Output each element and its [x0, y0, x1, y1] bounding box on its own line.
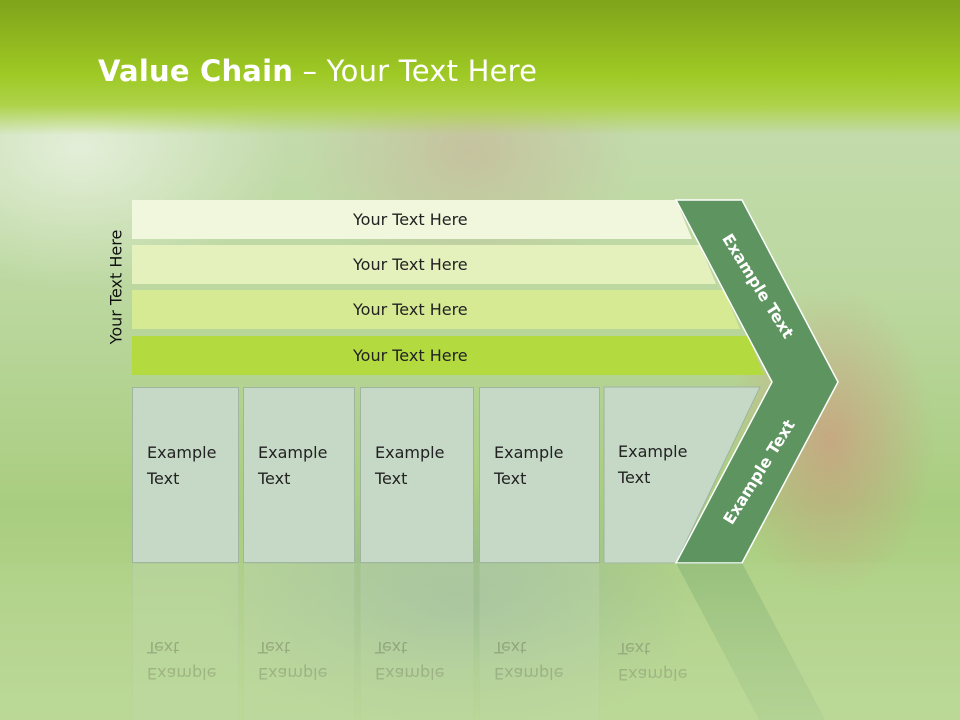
activity-box-line1: Example: [494, 443, 564, 462]
reflection-fade: [0, 563, 960, 720]
activity-box-line2: Text: [147, 469, 180, 488]
title-bold: Value Chain: [98, 54, 294, 88]
activity-box-line2: Text: [258, 469, 291, 488]
value-bar-1[interactable]: Your Text Here: [132, 200, 692, 239]
value-bar-label: Your Text Here: [353, 346, 468, 365]
activity-box-line2: Text: [375, 469, 408, 488]
activity-box-line1: Example: [258, 443, 328, 462]
title-bar: [0, 0, 960, 135]
value-bar-label: Your Text Here: [353, 255, 468, 274]
slide-title[interactable]: Value Chain – Your Text Here: [98, 54, 537, 88]
value-bar-label: Your Text Here: [353, 300, 468, 319]
value-bar-3[interactable]: Your Text Here: [132, 290, 740, 329]
value-bar-4[interactable]: Your Text Here: [132, 336, 764, 375]
activity-box-line1: Example: [375, 443, 445, 462]
value-bar-label: Your Text Here: [353, 210, 468, 229]
vertical-label[interactable]: Your Text Here: [106, 229, 126, 345]
activity-box-line1: Example: [147, 443, 217, 462]
activity-box-line1: Example: [618, 442, 688, 461]
activity-box-line2: Text: [618, 468, 651, 487]
activity-box-line2: Text: [494, 469, 527, 488]
value-bar-2[interactable]: Your Text Here: [132, 245, 716, 284]
title-rest: – Your Text Here: [293, 54, 538, 88]
